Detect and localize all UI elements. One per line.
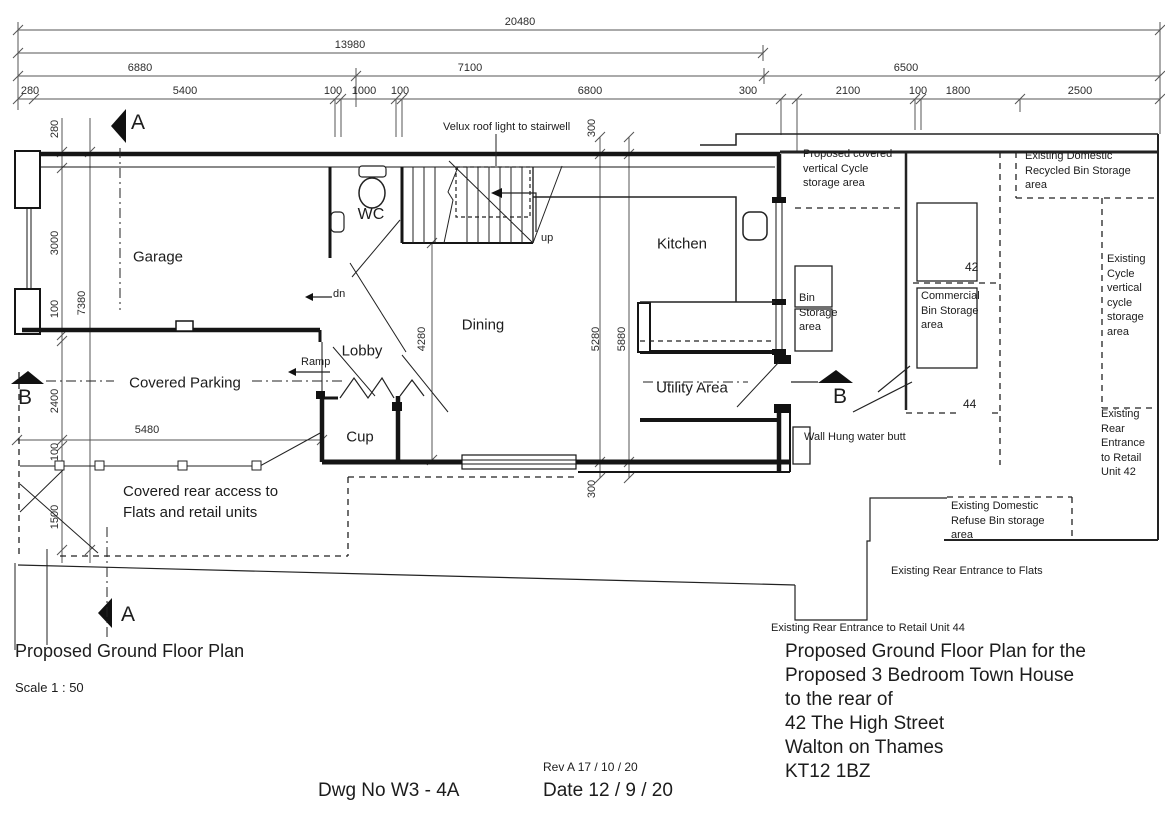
dim-100b: 100	[390, 85, 410, 97]
canopy-posts	[54, 460, 262, 471]
door-jamb	[774, 404, 791, 413]
note-up: up	[541, 232, 554, 244]
bin-storage-outlines	[792, 202, 978, 465]
dim-v300-top: 300	[586, 118, 599, 138]
dim-v1500: 1500	[49, 504, 62, 530]
section-marker-b-left	[11, 371, 44, 384]
dim-300: 300	[738, 85, 758, 97]
section-markers	[11, 109, 853, 640]
velux-rooflight-outline	[455, 166, 531, 218]
section-letter-b-left: B	[17, 385, 33, 409]
area-label-covered-rear-access: Covered rear access to Flats and retail …	[123, 483, 279, 521]
revision-note: Rev A 17 / 10 / 20	[543, 760, 638, 774]
room-label-garage: Garage	[132, 248, 184, 266]
cupboard-doors	[339, 376, 425, 400]
section-letter-b-right: B	[832, 384, 848, 408]
note-existing-cycle-storage: Existing Cycle vertical cycle storage ar…	[1107, 253, 1146, 338]
note-recycled-bin-storage: Existing Domestic Recycled Bin Storage a…	[1025, 150, 1131, 191]
room-label-utility: Utility Area	[656, 379, 728, 397]
wall-nib	[316, 391, 325, 399]
dim-v100b: 100	[49, 442, 62, 462]
dim-v3000: 3000	[49, 230, 62, 256]
window-jamb	[772, 349, 786, 355]
window-jamb	[772, 299, 786, 305]
door-swings	[332, 219, 780, 413]
section-letter-a-bottom: A	[120, 602, 136, 626]
note-rear-entrance-retail-44: Existing Rear Entrance to Retail Unit 44	[771, 622, 965, 634]
plan-title: Proposed Ground Floor Plan	[15, 641, 245, 661]
dim-overall: 20480	[504, 16, 536, 28]
room-label-wc: WC	[357, 206, 385, 223]
sink-icon	[742, 211, 768, 241]
dim-v280: 280	[49, 119, 62, 139]
label-unit-42: 42	[965, 260, 979, 274]
dim-5480: 5480	[134, 424, 160, 436]
windows	[461, 197, 791, 470]
ramp-arrow-icon	[288, 368, 296, 376]
dim-2100: 2100	[835, 85, 861, 97]
dim-1000: 1000	[351, 85, 377, 97]
toilet-icon	[358, 177, 386, 209]
kitchen-counter	[533, 196, 775, 342]
note-velux: Velux roof light to stairwell	[443, 121, 571, 133]
dim-v5280: 5280	[590, 326, 603, 352]
dim-1800: 1800	[945, 85, 971, 97]
flow-arrows	[288, 293, 332, 376]
section-marker-a-bottom	[98, 598, 112, 628]
dn-arrow-icon	[305, 293, 313, 301]
room-label-kitchen: Kitchen	[656, 235, 708, 253]
dim-6800: 6800	[577, 85, 603, 97]
dim-7100: 7100	[457, 62, 483, 74]
stair-direction-arrowhead	[491, 188, 502, 198]
note-wall-hung-water-butt: Wall Hung water butt	[804, 431, 906, 443]
note-ramp: Ramp	[301, 356, 331, 368]
section-letter-a-top: A	[130, 110, 146, 134]
dim-5400: 5400	[172, 85, 198, 97]
dim-v100a: 100	[49, 299, 62, 319]
house-walls	[14, 150, 791, 473]
note-rear-entrance-flats: Existing Rear Entrance to Flats	[891, 565, 1043, 577]
cistern-icon	[358, 165, 387, 178]
dim-2500: 2500	[1067, 85, 1093, 97]
wc-fixtures	[330, 165, 387, 233]
project-address: Proposed Ground Floor Plan for the Propo…	[785, 641, 1087, 782]
dim-v5880: 5880	[616, 326, 629, 352]
drawing-number: Dwg No W3 - 4A	[318, 780, 460, 801]
section-marker-a-top	[111, 109, 126, 143]
dim-280: 280	[20, 85, 40, 97]
note-proposed-cycle-storage: Proposed covered vertical Cycle storage …	[803, 148, 893, 189]
stairs	[412, 134, 563, 244]
room-label-cup: Cup	[346, 428, 374, 446]
room-label-dining: Dining	[461, 316, 505, 334]
wall-nib	[392, 402, 402, 411]
basin-icon	[330, 211, 345, 233]
dim-6500: 6500	[893, 62, 919, 74]
dim-v7380: 7380	[76, 290, 89, 316]
note-dn: dn	[333, 288, 346, 300]
dim-6880: 6880	[127, 62, 153, 74]
dim-v2400: 2400	[49, 388, 62, 414]
window-jamb	[772, 197, 786, 203]
scale-note: Scale 1 : 50	[15, 680, 84, 695]
label-unit-44: 44	[963, 397, 977, 411]
stair-break-line	[443, 166, 459, 244]
area-label-covered-parking: Covered Parking	[129, 374, 241, 392]
note-refuse-bin-storage: Existing Domestic Refuse Bin storage are…	[951, 500, 1045, 541]
door-jamb	[774, 355, 791, 364]
note-commercial-bin-storage: Commercial Bin Storage area	[921, 290, 980, 331]
dining-window	[461, 454, 577, 470]
dim-subtotal: 13980	[334, 39, 366, 51]
room-label-lobby: Lobby	[341, 342, 383, 360]
dim-100a: 100	[323, 85, 343, 97]
dim-100c: 100	[908, 85, 928, 97]
drawing-date: Date 12 / 9 / 20	[543, 780, 673, 801]
section-marker-b-right	[818, 370, 853, 383]
note-bin-storage: Bin Storage area	[799, 292, 838, 333]
dim-v4280: 4280	[416, 326, 429, 352]
storage-area-boundaries	[18, 152, 1158, 557]
note-rear-entrance-retail-42: Existing Rear Entrance to Retail Unit 42	[1101, 408, 1146, 478]
dim-v300-bottom: 300	[586, 479, 599, 499]
